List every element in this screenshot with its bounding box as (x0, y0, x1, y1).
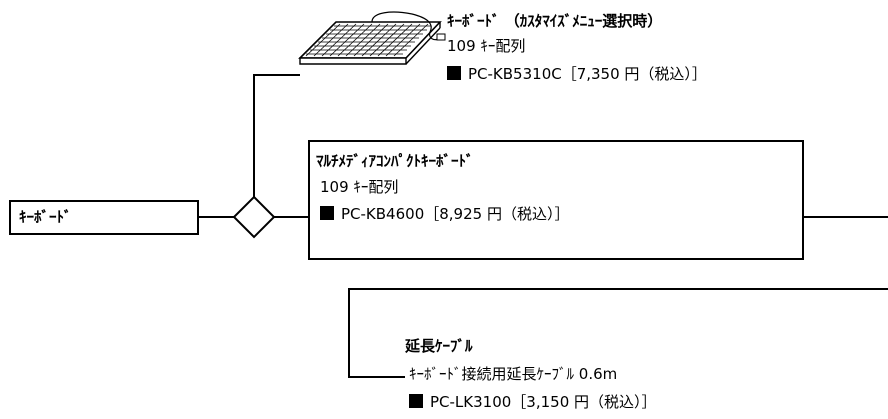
option-extension-spec: ｷｰﾎﾞｰﾄﾞ接続用延長ｹｰﾌﾞﾙ 0.6m (409, 365, 618, 383)
bullet-square-icon (447, 66, 461, 80)
root-keyboard-label: ｷｰﾎﾞｰﾄﾞ (19, 208, 72, 226)
option-extension-part-text: PC-LK3100［3,150 円（税込）］ (430, 393, 657, 411)
branch-diamond (232, 195, 276, 239)
bullet-square-icon (409, 394, 423, 408)
keyboard-illustration (298, 11, 446, 65)
option-multimedia-part-text: PC-KB4600［8,925 円（税込）］ (341, 205, 570, 223)
root-keyboard-box: ｷｰﾎﾞｰﾄﾞ (9, 200, 199, 235)
option-custom-title: ｷｰﾎﾞｰﾄﾞ （ｶｽﾀﾏｲｽﾞﾒﾆｭｰ選択時） (447, 12, 663, 30)
option-custom-part: PC-KB5310C［7,350 円（税込）］ (447, 66, 707, 82)
option-multimedia-part: PC-KB4600［8,925 円（税込）］ (320, 206, 569, 222)
option-custom-part-text: PC-KB5310C［7,350 円（税込）］ (468, 65, 707, 83)
option-extension-title: 延長ｹｰﾌﾞﾙ (405, 337, 473, 355)
option-multimedia-box: ﾏﾙﾁﾒﾃﾞｨｱｺﾝﾊﾟｸﾄｷｰﾎﾞｰﾄﾞ 109 ｷｰ配列 PC-KB4600… (308, 140, 804, 260)
bullet-square-icon (320, 206, 334, 220)
option-custom-spec: 109 ｷｰ配列 (447, 37, 526, 55)
option-multimedia-spec: 109 ｷｰ配列 (320, 178, 399, 196)
option-multimedia-title: ﾏﾙﾁﾒﾃﾞｨｱｺﾝﾊﾟｸﾄｷｰﾎﾞｰﾄﾞ (316, 152, 474, 170)
option-extension-part: PC-LK3100［3,150 円（税込）］ (409, 394, 657, 410)
